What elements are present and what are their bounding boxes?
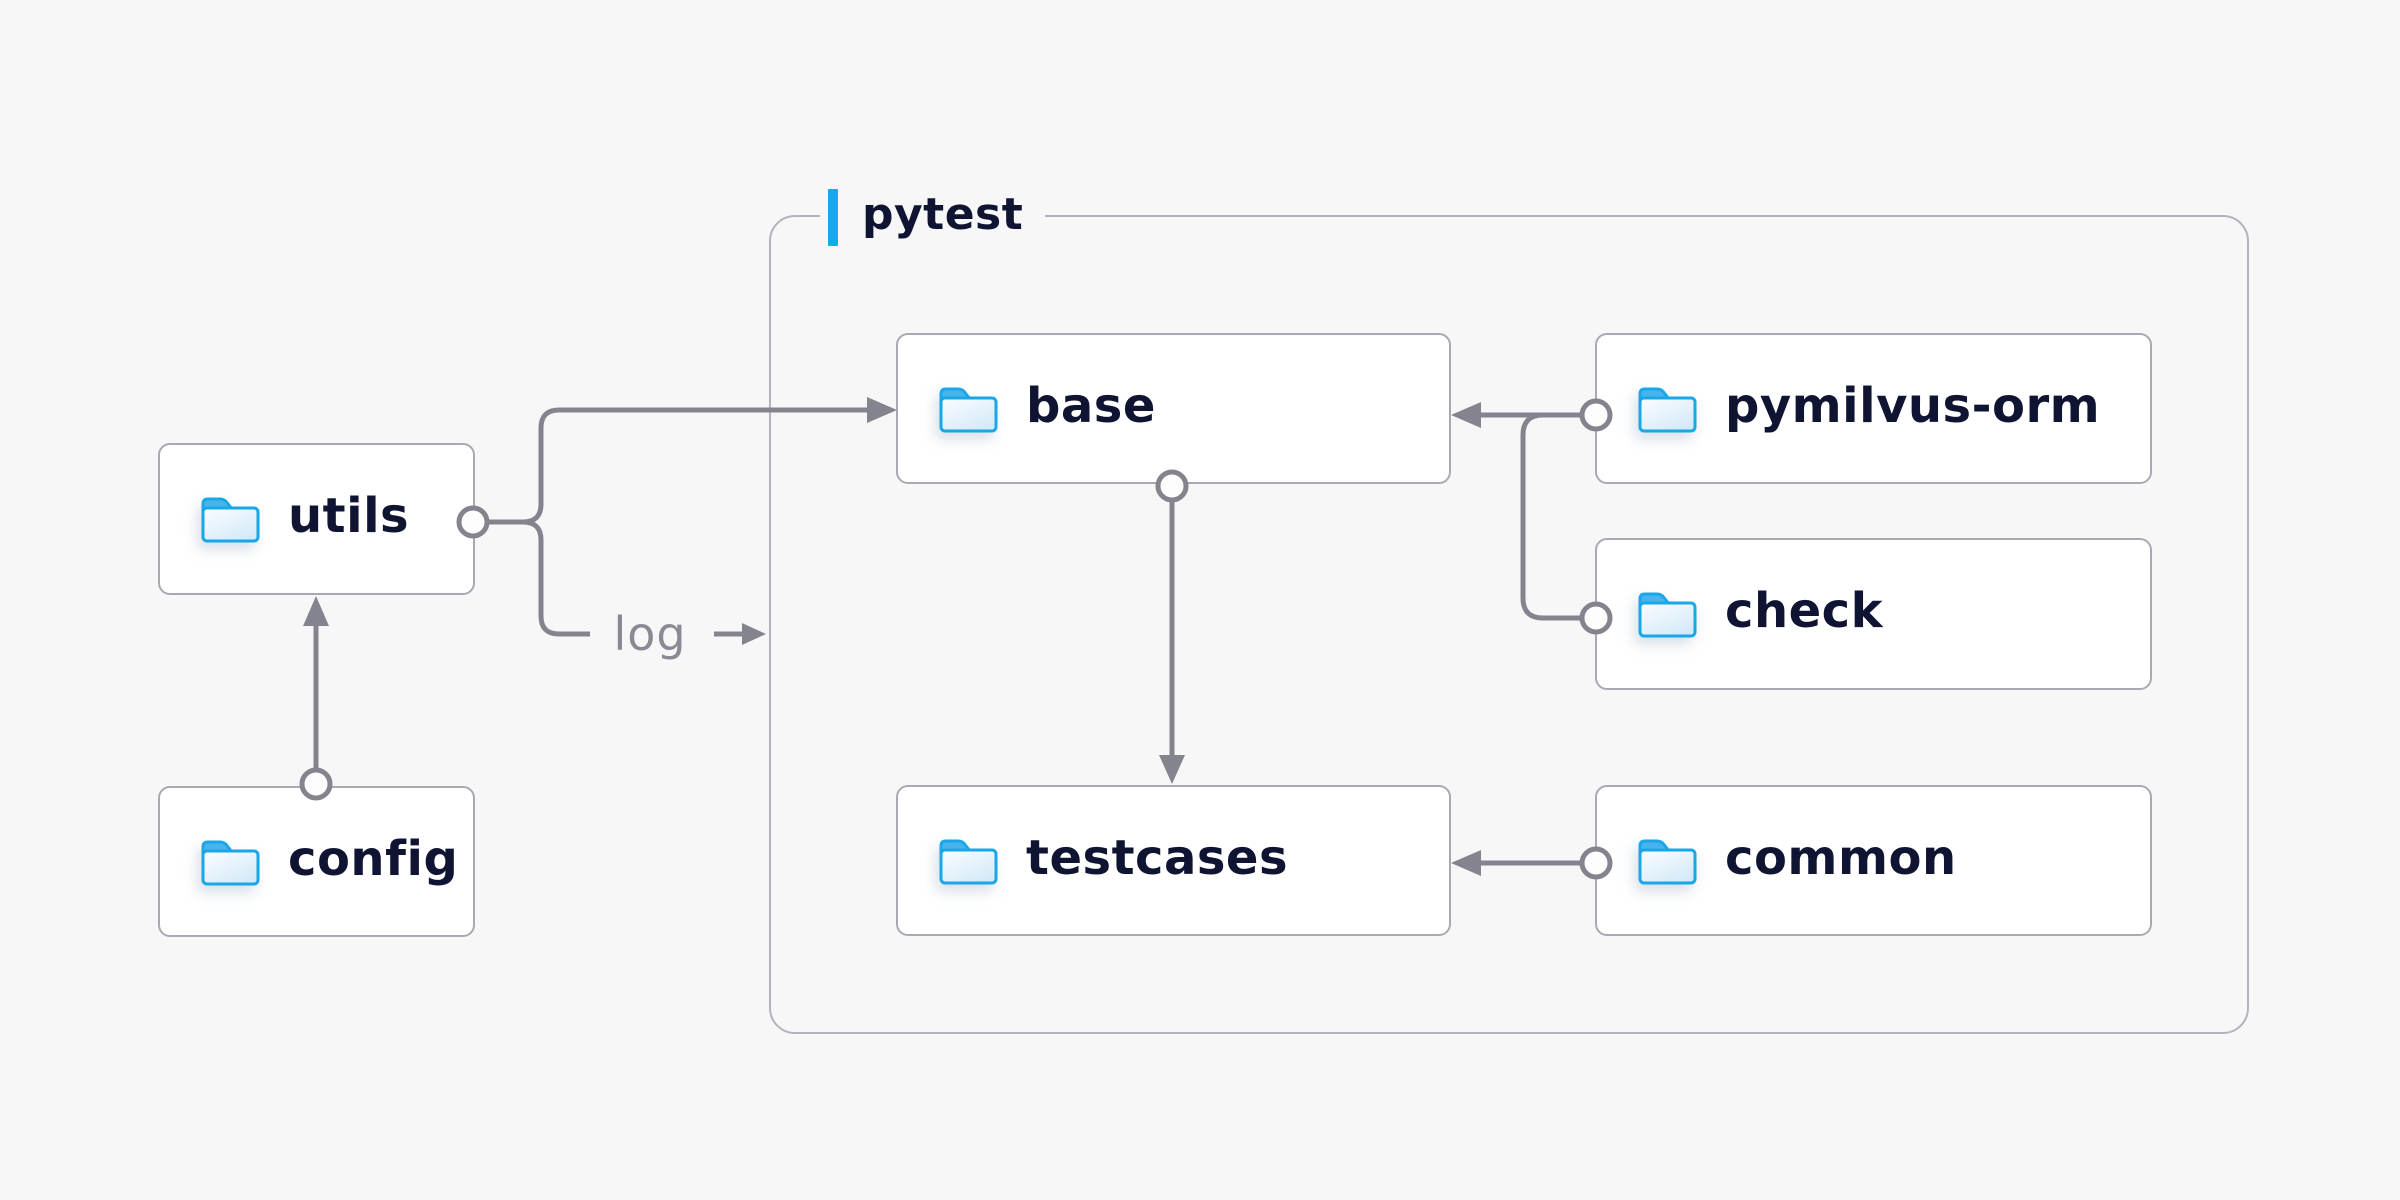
edge-label-log: log bbox=[613, 607, 687, 661]
accent-bar bbox=[828, 188, 838, 246]
arrowhead-up-icon bbox=[303, 596, 329, 626]
node-label: utils bbox=[288, 488, 410, 544]
node-utils: utils bbox=[158, 443, 475, 595]
folder-icon bbox=[939, 839, 998, 884]
node-label: pymilvus-orm bbox=[1725, 377, 2101, 434]
edge-config-utils bbox=[299, 596, 333, 801]
arrowhead-right-icon bbox=[742, 623, 766, 645]
node-label: config bbox=[288, 830, 459, 887]
node-check: check bbox=[1595, 538, 2152, 690]
node-label: common bbox=[1725, 829, 1957, 886]
node-pymilvus-orm: pymilvus-orm bbox=[1595, 333, 2152, 484]
node-base: base bbox=[896, 333, 1451, 484]
node-common: common bbox=[1595, 785, 2152, 936]
node-config: config bbox=[158, 786, 475, 937]
node-testcases: testcases bbox=[896, 785, 1451, 936]
folder-icon bbox=[939, 387, 998, 432]
folder-icon bbox=[1638, 387, 1697, 432]
node-label: testcases bbox=[1026, 829, 1289, 886]
folder-icon bbox=[1638, 839, 1697, 884]
group-title: pytest bbox=[862, 189, 1024, 240]
folder-icon bbox=[201, 840, 260, 885]
node-label: check bbox=[1725, 583, 1884, 639]
node-label: base bbox=[1026, 377, 1156, 434]
pytest-group-container bbox=[769, 215, 2249, 1034]
folder-icon bbox=[1638, 592, 1697, 638]
pytest-group-label: pytest bbox=[820, 186, 1046, 248]
folder-icon bbox=[201, 497, 260, 543]
